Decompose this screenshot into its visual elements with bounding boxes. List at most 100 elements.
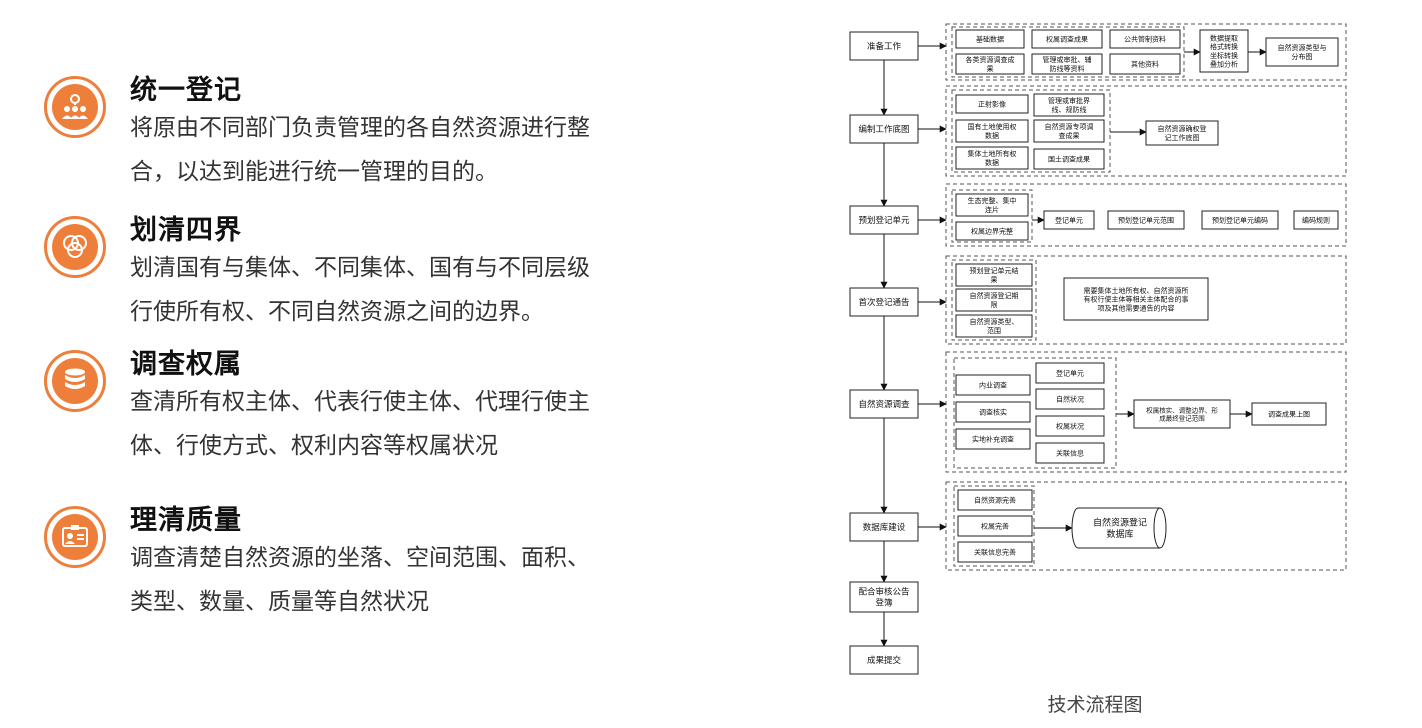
group-preparation	[945, 23, 1347, 81]
database-item-label: 权属完善	[981, 522, 1009, 531]
feature-description: 将原由不同部门负责管理的各自然资源进行整 合，以达到能进行统一管理的目的。	[130, 106, 650, 194]
group-survey-content	[953, 357, 1117, 469]
basemap-item	[955, 94, 1029, 114]
step-s1-label: 准备工作	[867, 41, 902, 52]
notice-item-label: 自然资源登记期限	[970, 291, 1019, 309]
unit-chain-item	[1201, 210, 1279, 230]
unit-principle-label: 生态完整、集中连片	[968, 196, 1017, 214]
prep-process-label: 数据提取格式转换坐标转换叠加分析	[1210, 33, 1238, 68]
step-s7-label: 配合审核公告登簿	[858, 587, 909, 609]
prep-item-label: 各类资源调查成果	[966, 55, 1015, 73]
database-item-label: 自然资源完善	[974, 496, 1016, 505]
database-item-label: 关联信息完善	[974, 548, 1016, 557]
survey-method-label: 内业调查	[979, 381, 1007, 390]
group-basemap-sources	[951, 89, 1111, 173]
prep-item-label: 管理或审批、辅防线等资料	[1043, 55, 1092, 73]
feature-description: 划清国有与集体、不同集体、国有与不同层级 行使所有权、不同自然资源之间的边界。	[130, 246, 650, 334]
step-s2-label: 编制工作底图	[858, 124, 909, 135]
unit-chain-item-label: 预划登记单元范围	[1118, 216, 1174, 225]
survey-item-label: 自然状况	[1056, 395, 1084, 404]
feature-description-line: 合，以达到能进行统一管理的目的。	[130, 159, 498, 185]
feature-description-line: 类型、数量、质量等自然状况	[130, 589, 429, 615]
basemap-item-label: 管理或审批界线、规防线	[1048, 96, 1090, 114]
survey-item-label: 关联信息	[1056, 449, 1084, 458]
prep-item	[1031, 29, 1103, 49]
notice-item	[955, 263, 1033, 287]
prep-result	[1265, 37, 1339, 67]
feature-title: 理清质量	[130, 505, 242, 536]
basemap-result-label: 自然资源确权登记工作底图	[1158, 124, 1207, 142]
notice-item	[955, 314, 1033, 338]
prep-result-label: 自然资源类型与分布图	[1278, 43, 1327, 61]
prep-item	[1031, 53, 1103, 75]
basemap-item	[1033, 119, 1105, 143]
basemap-item-label: 集体土地所有权数据	[968, 149, 1017, 167]
database-result-label: 自然资源登记数据库	[1093, 517, 1147, 540]
database-icon	[44, 350, 106, 412]
group-unit-principles	[951, 189, 1033, 243]
unit-chain-item	[1107, 210, 1185, 230]
feature-title: 调查权属	[130, 349, 242, 380]
survey-result-label: 调查成果上图	[1268, 410, 1310, 419]
feature-title: 划清四界	[130, 215, 242, 246]
database-cylinder-edge	[1153, 507, 1161, 549]
survey-method	[955, 401, 1031, 423]
survey-method	[955, 428, 1031, 450]
survey-item	[1035, 362, 1105, 384]
step-s5-label: 自然资源调查	[858, 399, 910, 410]
notice-item-label: 预划登记单元结果	[970, 266, 1019, 284]
step-s8	[849, 645, 919, 675]
prep-item-label: 公共管制资料	[1124, 35, 1166, 44]
flowchart-caption: 技术流程图	[1047, 694, 1143, 716]
group-unit	[945, 183, 1347, 247]
survey-method	[955, 374, 1031, 396]
prep-item	[955, 29, 1025, 49]
feature-description-line: 将原由不同部门负责管理的各自然资源进行整	[130, 115, 590, 141]
group-preparation-sources	[951, 26, 1185, 78]
basemap-item-label: 自然资源专项调查成果	[1045, 122, 1094, 140]
id-card-icon	[44, 506, 106, 568]
survey-item-label: 权属状况	[1056, 422, 1084, 431]
notice-item	[955, 288, 1033, 312]
venn-circles-icon	[44, 216, 106, 278]
notice-note	[1063, 277, 1209, 321]
step-s3	[849, 205, 919, 235]
unit-principle	[955, 221, 1029, 241]
basemap-item-label: 正射影像	[978, 100, 1006, 109]
feature-description-line: 行使所有权、不同自然资源之间的边界。	[130, 299, 544, 325]
unit-principle	[955, 193, 1029, 217]
basemap-item	[1033, 148, 1105, 170]
survey-item	[1035, 415, 1105, 437]
prep-item	[955, 53, 1025, 75]
step-s8-label: 成果提交	[867, 655, 902, 666]
prep-item	[1109, 29, 1181, 49]
unit-chain-item	[1293, 210, 1339, 230]
feature-description-line: 查清所有权主体、代表行使主体、代理行使主	[130, 389, 590, 415]
feature-description: 查清所有权主体、代表行使主体、代理行使主 体、行使方式、权利内容等权属状况	[130, 380, 650, 468]
unit-chain-item	[1043, 210, 1095, 230]
step-s6	[849, 512, 919, 542]
unit-chain-item-label: 预划登记单元编码	[1212, 216, 1268, 225]
basemap-result	[1145, 120, 1219, 146]
prep-item-label: 其他资料	[1131, 60, 1159, 69]
feature-description: 调查清楚自然资源的坐落、空间范围、面积、 类型、数量、质量等自然状况	[130, 536, 650, 624]
prep-item-label: 权属调查成果	[1046, 35, 1088, 44]
survey-item-label: 登记单元	[1056, 369, 1084, 378]
step-s4-label: 首次登记通告	[858, 297, 909, 308]
feature-description-line: 调查清楚自然资源的坐落、空间范围、面积、	[130, 545, 590, 571]
technical-flowchart: 准备工作编制工作底图预划登记单元首次登记通告自然资源调查数据库建设配合审核公告登…	[849, 23, 1347, 675]
prep-item	[1109, 53, 1181, 75]
basemap-item	[955, 119, 1029, 143]
basemap-item-label: 国有土地使用权数据	[968, 122, 1017, 140]
step-s6-label: 数据库建设	[863, 522, 906, 533]
step-s2	[849, 114, 919, 144]
step-s3-label: 预划登记单元	[858, 215, 910, 226]
survey-item	[1035, 442, 1105, 464]
notice-item-label: 自然资源类型、范围	[970, 317, 1019, 335]
step-s5	[849, 389, 919, 419]
step-s1	[849, 31, 919, 61]
basemap-item	[1033, 93, 1105, 117]
group-notice-items	[951, 259, 1037, 341]
prep-process	[1199, 29, 1249, 73]
group-survey	[945, 351, 1347, 473]
